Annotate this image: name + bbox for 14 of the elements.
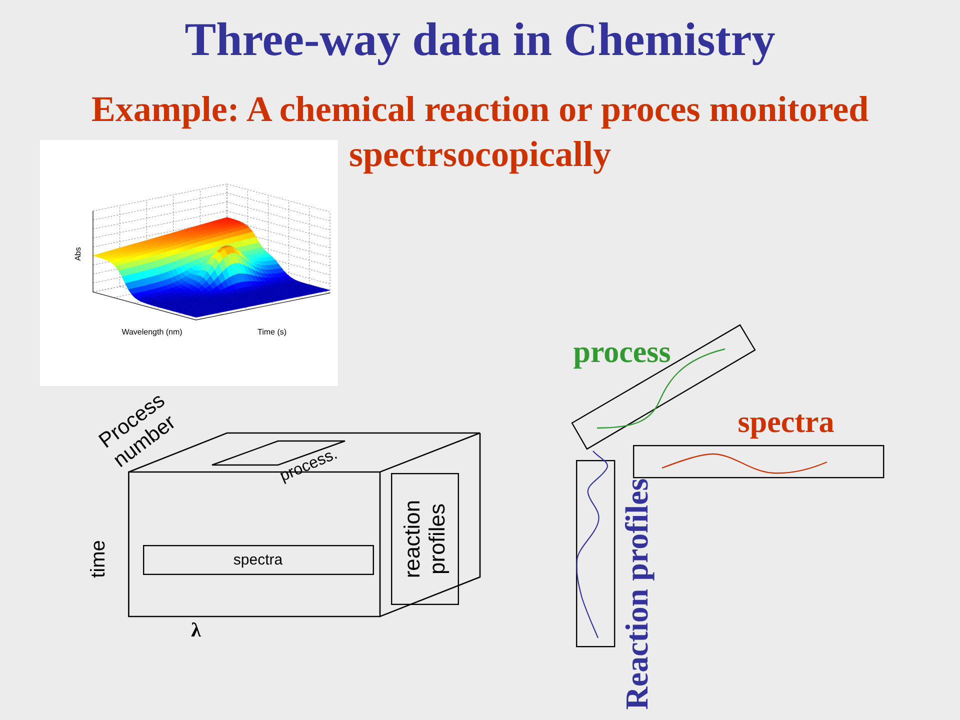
slice-label: reaction profiles: [400, 498, 450, 580]
axis-label: Time (s): [257, 327, 287, 337]
axis-label: Abs: [73, 247, 83, 261]
slice-title: Reaction profiles: [618, 478, 656, 710]
title: Three-way data in Chemistry: [184, 14, 776, 66]
slice-title: spectra: [738, 404, 834, 440]
spectrum-slice: [143, 545, 374, 575]
subtitle: Example: A chemical reaction or proces monitored spectrsocopically: [90, 88, 870, 176]
slice-title: process: [573, 334, 671, 370]
axis-label: time: [88, 540, 110, 578]
axis-label: Wavelength (nm): [122, 327, 182, 337]
profile-slice: [391, 473, 459, 605]
axis-label: λ: [191, 620, 201, 642]
slice-label: spectra: [233, 551, 283, 569]
